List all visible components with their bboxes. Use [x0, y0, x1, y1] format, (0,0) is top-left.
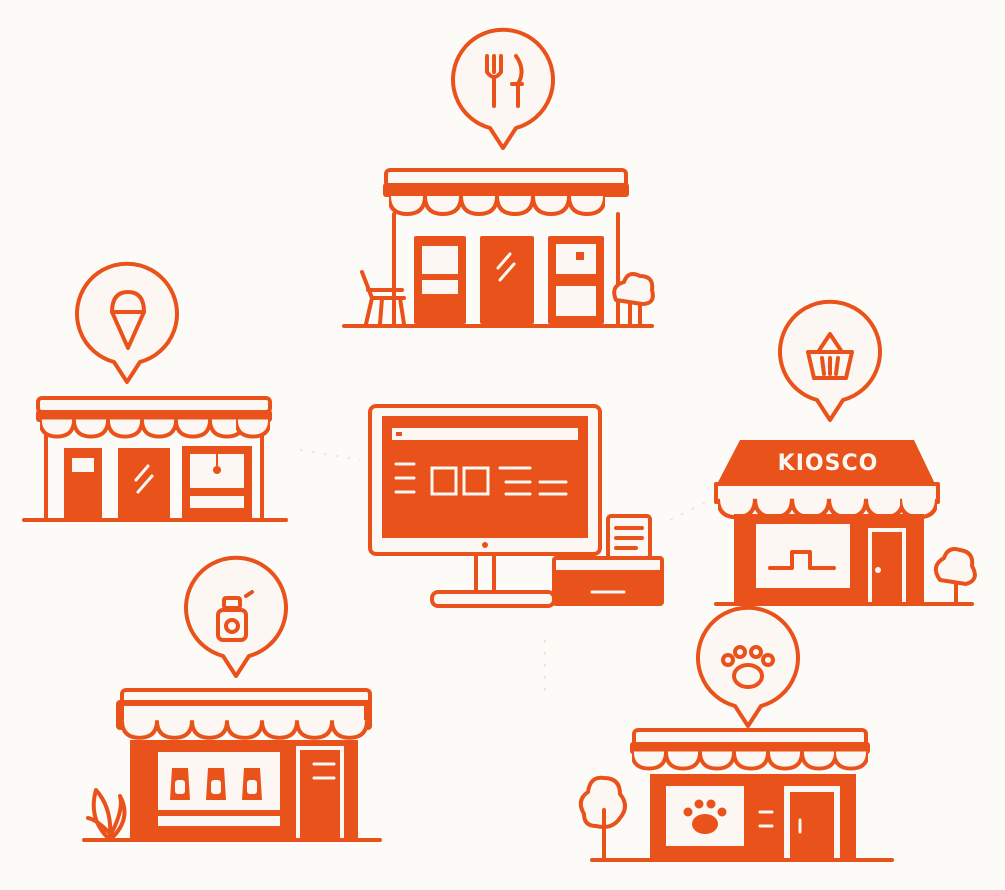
pos-terminal: [368, 404, 664, 608]
ice-cream-store: [22, 261, 288, 522]
plant-icon: [86, 788, 127, 840]
kiosk-pin: [778, 299, 882, 422]
computer-monitor-icon: [368, 404, 602, 608]
ice-cream-awning-scallops: [40, 420, 270, 437]
perfume-store: [82, 555, 382, 842]
perfume-bottle-icon: [216, 590, 254, 642]
connector-lines: [299, 449, 711, 700]
ice-cream-pin: [75, 261, 179, 384]
restaurant-awning-scallops: [389, 196, 605, 214]
pet-pin: [696, 605, 800, 728]
tree-icon: [578, 775, 627, 860]
fork-knife-icon: [485, 54, 524, 108]
cash-register-icon: [552, 514, 664, 606]
kiosk-sign-text: KIOSCO: [778, 451, 879, 476]
basket-icon: [806, 332, 854, 380]
bush-icon: [612, 272, 655, 326]
ice-cream-icon: [110, 290, 146, 350]
perfume-pin: [184, 555, 288, 678]
restaurant-store: [342, 27, 655, 328]
bush-icon: [933, 547, 977, 606]
chair-icon: [360, 270, 406, 326]
pet-store: [578, 605, 894, 862]
restaurant-pin: [451, 27, 555, 150]
pet-window-paw: [683, 799, 727, 834]
paw-icon: [721, 645, 775, 689]
perfume-awning-scallops: [122, 720, 367, 740]
pet-awning-scallops: [632, 752, 868, 769]
kiosk-store: KIOSCO: [714, 299, 977, 606]
